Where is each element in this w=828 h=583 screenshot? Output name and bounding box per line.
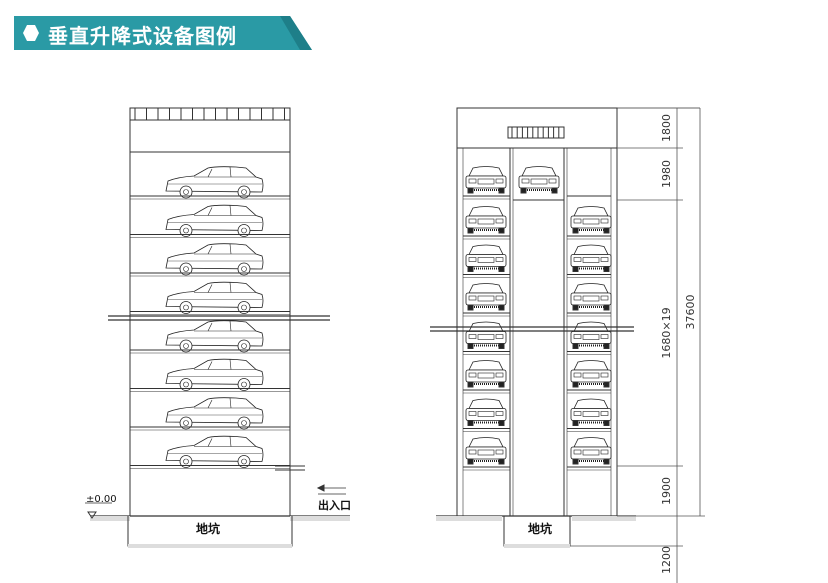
front-car	[518, 165, 560, 194]
front-car	[570, 436, 612, 465]
front-car	[465, 165, 507, 194]
header-banner: 垂直升降式设备图例	[14, 16, 312, 50]
right-parking-levels	[463, 165, 612, 471]
page-title: 垂直升降式设备图例	[48, 24, 237, 48]
hexagon-icon	[23, 25, 39, 41]
front-car	[570, 205, 612, 234]
front-car	[465, 359, 507, 388]
front-car	[570, 282, 612, 311]
banner-shape	[14, 16, 312, 50]
front-car	[570, 244, 612, 273]
front-car	[465, 436, 507, 465]
dimension-lines	[570, 108, 705, 583]
front-car	[465, 244, 507, 273]
dim-level-spacing: 1680×19	[660, 307, 673, 358]
dim-bottom-level: 1900	[660, 477, 673, 505]
front-car	[570, 359, 612, 388]
front-car	[465, 398, 507, 427]
left-roof-ticks	[134, 108, 285, 120]
left-parking-levels	[130, 166, 290, 469]
entrance-label: 出入口	[318, 498, 351, 512]
side-car	[165, 281, 264, 314]
dim-first-level: 1980	[660, 160, 673, 188]
side-car	[165, 243, 264, 276]
side-car	[165, 320, 264, 353]
side-car	[165, 397, 264, 430]
front-car	[465, 205, 507, 234]
dim-total-height: 37600	[684, 295, 697, 330]
side-car	[165, 166, 264, 199]
side-car	[165, 435, 264, 468]
front-car	[570, 398, 612, 427]
right-pit-label: 地坑	[528, 521, 552, 536]
side-car	[165, 204, 264, 237]
dim-pit-depth: 1200	[660, 546, 673, 574]
level-label: ±0.00	[86, 494, 117, 505]
top-machine-unit	[507, 126, 565, 139]
front-elevation-view	[430, 107, 705, 583]
front-car	[465, 282, 507, 311]
side-elevation-view	[85, 107, 350, 548]
front-car	[570, 321, 612, 350]
left-pit-label: 地坑	[196, 521, 220, 536]
level-marker-icon	[87, 511, 97, 519]
dim-top-room: 1800	[660, 114, 673, 142]
side-car	[165, 358, 264, 391]
front-car	[465, 321, 507, 350]
